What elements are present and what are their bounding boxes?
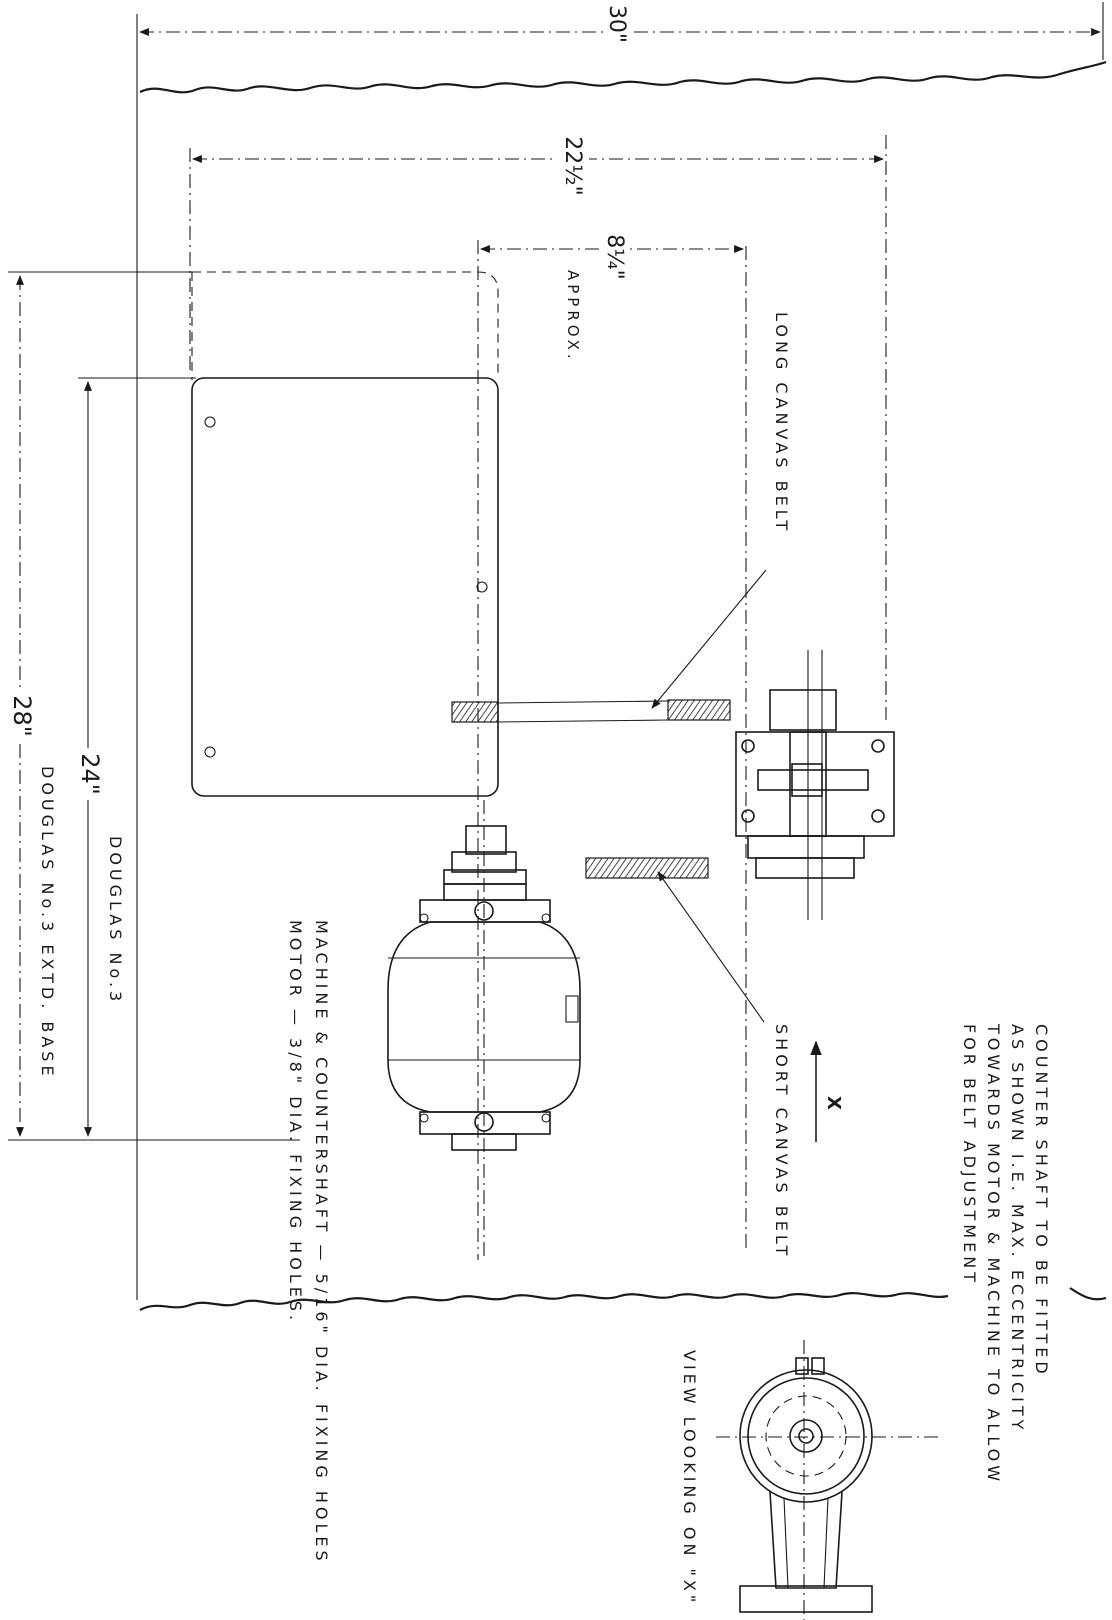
base-hole-3 xyxy=(476,581,488,593)
label-view-looking-on-x: VIEW LOOKING ON "X" xyxy=(680,1350,699,1606)
dim-extd-base-length: 28" xyxy=(8,695,36,737)
bench-top-edge xyxy=(139,60,1107,94)
dim-belt-offset: 8¼" xyxy=(602,234,627,279)
extended-base-outline xyxy=(192,271,499,374)
view-arrow-label: X xyxy=(823,1096,844,1114)
bench-bottom-edge-right xyxy=(1069,1287,1107,1301)
dim-overall-width: 30" xyxy=(604,5,629,43)
base-hole-2 xyxy=(204,746,216,758)
label-fixing-holes-2: MOTOR — 3/8" DIA. FIXING HOLES. xyxy=(286,920,305,1324)
label-fixing-holes-1: MACHINE & COUNTERSHAFT — 5/16" DIA. FIXI… xyxy=(312,920,331,1565)
long-canvas-belt-left xyxy=(451,701,499,723)
long-canvas-belt-right xyxy=(667,699,731,721)
label-long-canvas-belt: LONG CANVAS BELT xyxy=(772,312,791,534)
countershaft-plan xyxy=(735,650,895,920)
label-short-canvas-belt: SHORT CANVAS BELT xyxy=(772,1024,791,1259)
label-douglas-extd-base: DOUGLAS No.3 EXTD. BASE xyxy=(38,766,57,1080)
countershaft-end-view xyxy=(716,1340,940,1620)
note-line-4: FOR BELT ADJUSTMENT xyxy=(960,1024,979,1286)
note-line-1: COUNTER SHAFT TO BE FITTED xyxy=(1032,1024,1051,1378)
base-hole-1 xyxy=(204,416,216,428)
short-canvas-belt xyxy=(585,857,709,879)
note-line-2: AS SHOWN I.E. MAX. ECCENTRICITY xyxy=(1008,1024,1027,1433)
dim-overall-width-text: 30" xyxy=(604,5,629,43)
dim-machine-span: 22½" xyxy=(560,136,585,195)
bench-bottom-edge xyxy=(139,1292,949,1311)
machine-base-plate xyxy=(191,377,499,797)
note-line-3: TOWARDS MOTOR & MACHINE TO ALLOW xyxy=(984,1023,1003,1485)
label-douglas-no3: DOUGLAS No.3 xyxy=(106,836,125,1005)
dim-base-length: 24" xyxy=(76,753,104,795)
dim-approx: APPROX. xyxy=(564,270,582,363)
